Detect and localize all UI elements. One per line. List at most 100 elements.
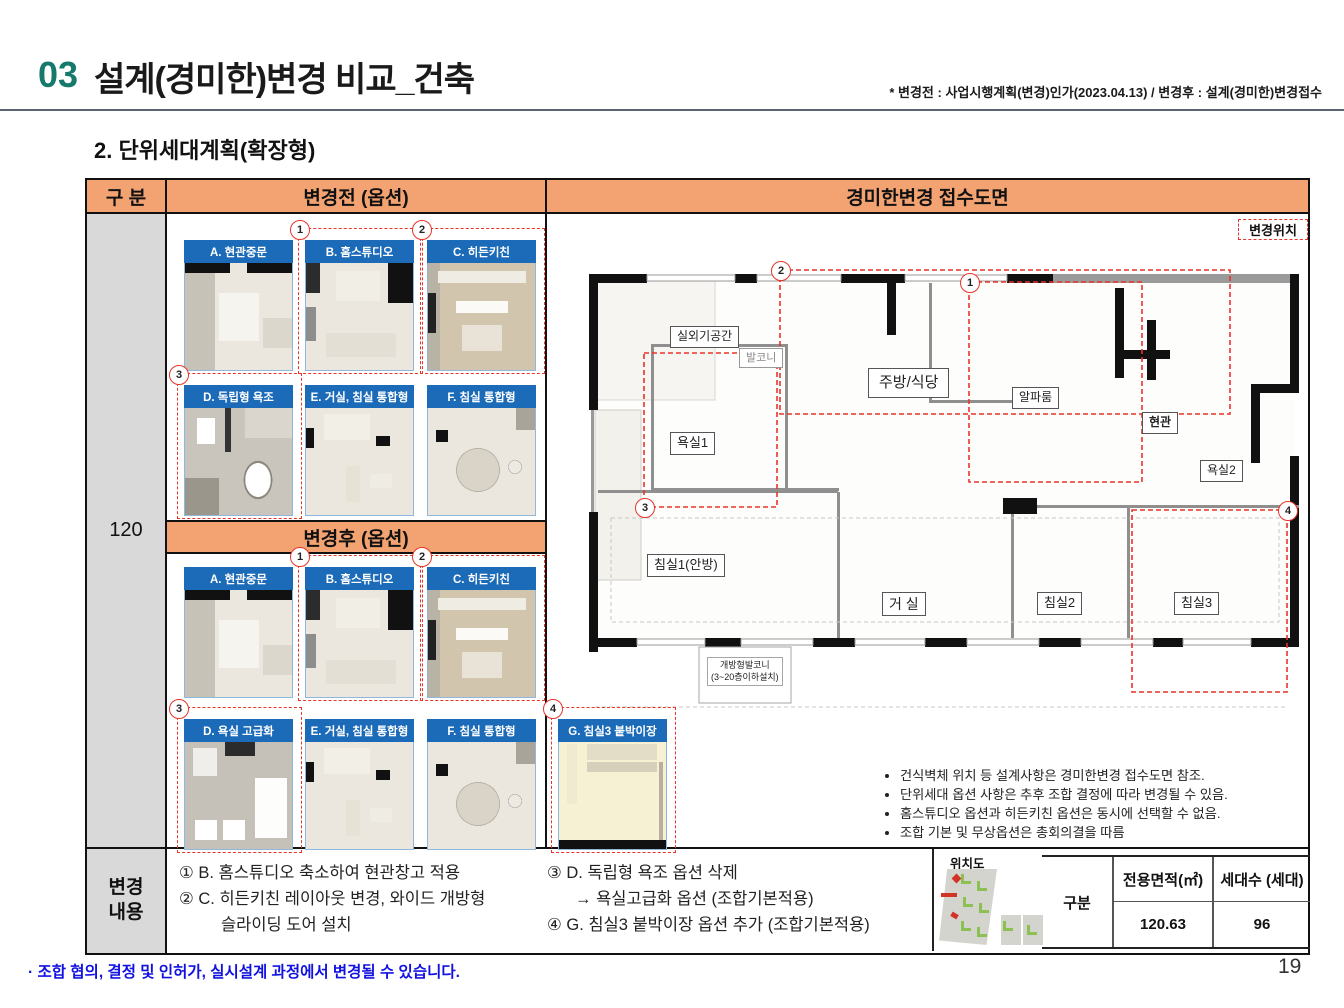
change-outline-before-b: 1: [290, 220, 423, 374]
marker-badge-2: 2: [412, 547, 432, 567]
page-title: 설계(경미한)변경 비교_건축: [94, 61, 475, 99]
option-thumb-title: F. 침실 통합형: [427, 385, 536, 408]
room-label-bedroom1: 침실1(안방): [647, 554, 725, 577]
floorplan-thumbnail: [305, 742, 414, 850]
floorplan-thumbnail: [305, 590, 414, 698]
floorplan-thumbnail: [558, 742, 667, 850]
plan-marker-4: 4: [1278, 501, 1298, 521]
marker-badge-2: 2: [412, 220, 432, 240]
location-map-title: 위치도: [950, 857, 985, 871]
comparison-table: 구 분 변경전 (옵션) 경미한변경 접수도면 120 1 2 3 A. 현관중…: [85, 178, 1310, 955]
option-thumb-title: D. 욕실 고급화: [184, 719, 293, 742]
site-block: [1023, 915, 1043, 945]
change-outline-before-c: 2: [412, 220, 545, 374]
before-options-cell: 1 2 3 A. 현관중문 B. 홈스튜디오 C. 히든키친: [167, 214, 676, 853]
room-label-entrance: 현관: [1142, 412, 1179, 434]
change-item-3-cont: → 욕실고급화 옵션 (조합기본적용): [575, 890, 814, 908]
floorplan-thumbnail: [184, 742, 293, 850]
change-outline-before-d: 3: [169, 365, 302, 519]
plan-notes-list: 건식벽체 위치 등 설계사항은 경미한변경 접수도면 참조. 단위세대 옵션 사…: [882, 766, 1344, 842]
option-thumb-after-g: G. 침실3 붙박이장: [558, 719, 667, 850]
option-thumb-before-a: A. 현관중문: [184, 240, 293, 371]
room-label-bedroom3: 침실3: [1174, 592, 1220, 615]
marker-badge-3: 3: [169, 699, 189, 719]
section-subtitle: 2. 단위세대계획(확장형): [94, 138, 316, 163]
plan-note: 홈스튜디오 옵션과 히든키친 옵션은 동시에 선택할 수 없음.: [900, 804, 1344, 823]
summary-units-value: 96: [1212, 902, 1310, 947]
change-outline-after-d: 3: [169, 699, 302, 853]
floorplan-thumbnail: [427, 590, 536, 698]
option-thumb-title: E. 거실, 침실 통합형: [305, 719, 414, 742]
change-item-4: ④ G. 침실3 붙박이장 옵션 추가 (조합기본적용): [547, 916, 870, 934]
room-label-bath2: 욕실2: [1200, 460, 1243, 482]
summary-units-header: 세대수 (세대): [1212, 857, 1310, 902]
room-label-balcony: 발코니: [739, 348, 784, 369]
column-header-category: 구 분: [87, 180, 167, 214]
floorplan-thumbnail: [184, 263, 293, 371]
plan-marker-1: 1: [960, 273, 980, 293]
floorplan-thumbnail: [184, 408, 293, 516]
header-divider: [0, 109, 1344, 111]
option-thumb-title: A. 현관중문: [184, 240, 293, 263]
column-header-before: 변경전 (옵션): [167, 180, 547, 214]
plan-marker-2: 2: [771, 261, 791, 281]
change-outline-after-b: 1: [290, 547, 423, 701]
change-item-3: ③ D. 독립형 욕조 옵션 삭제: [547, 864, 738, 882]
change-outline-after-g: 4: [543, 699, 676, 853]
room-label-kitchen: 주방/식당: [868, 368, 950, 398]
floorplan-thumbnail: [305, 408, 414, 516]
marker-badge-4: 4: [543, 699, 563, 719]
option-thumb-title: C. 히든키친: [427, 567, 536, 590]
page-number: 19: [1278, 955, 1302, 978]
option-thumb-after-b: B. 홈스튜디오: [305, 567, 414, 698]
room-label-bedroom2: 침실2: [1037, 592, 1083, 615]
option-thumb-before-c: C. 히든키친: [427, 240, 536, 371]
change-location-badge: 변경위치: [1238, 219, 1308, 240]
floorplan-thumbnail: [184, 590, 293, 698]
header-note: * 변경전 : 사업시행계획(변경)인가(2023.04.13) / 변경후 :…: [889, 85, 1322, 100]
option-thumb-after-c: C. 히든키친: [427, 567, 536, 698]
plan-note: 조합 기본 및 무상옵션은 총회의결을 따름: [900, 823, 1344, 842]
summary-area-value: 120.63: [1112, 902, 1212, 947]
after-options-header: 변경후 (옵션): [167, 520, 545, 554]
option-thumb-after-e: E. 거실, 침실 통합형: [305, 719, 414, 850]
room-label-alpha-room: 알파룸: [1012, 387, 1060, 409]
marker-badge-3: 3: [169, 365, 189, 385]
option-thumb-title: F. 침실 통합형: [427, 719, 536, 742]
option-thumb-before-d: D. 독립형 욕조: [184, 385, 293, 516]
change-item-2: ② C. 히든키친 레이아웃 변경, 와이드 개방형: [179, 890, 486, 908]
plan-marker-3: 3: [635, 498, 655, 518]
plan-note: 단위세대 옵션 사항은 추후 조합 결정에 따라 변경될 수 있음.: [900, 785, 1344, 804]
changes-row-body: ① B. 홈스튜디오 축소하여 현관창고 적용 ② C. 히든키친 레이아웃 변…: [167, 847, 1310, 953]
marker-badge-1: 1: [290, 220, 310, 240]
option-thumb-title: D. 독립형 욕조: [184, 385, 293, 408]
column-header-plan: 경미한변경 접수도면: [547, 180, 1308, 214]
footer-disclaimer: · 조합 협의, 결정 및 인허가, 실시설계 과정에서 변경될 수 있습니다.: [28, 964, 460, 981]
change-outline-after-c: 2: [412, 547, 545, 701]
floorplan-thumbnail: [427, 742, 536, 850]
change-item-1: ① B. 홈스튜디오 축소하여 현관창고 적용: [179, 864, 461, 882]
option-thumb-title: B. 홈스튜디오: [305, 240, 414, 263]
accepted-plan-cell: 변경위치: [547, 214, 1308, 847]
changes-divider: [932, 849, 934, 951]
changes-row-label: 변경 내용: [87, 847, 167, 953]
option-thumb-title: G. 침실3 붙박이장: [558, 719, 667, 742]
option-thumb-before-f: F. 침실 통합형: [427, 385, 536, 516]
option-thumb-title: B. 홈스튜디오: [305, 567, 414, 590]
room-label-outdoor-unit: 실외기공간: [670, 326, 740, 348]
slide-number-prefix: 03: [38, 54, 79, 95]
floorplan-thumbnail: [305, 263, 414, 371]
room-label-bath1: 욕실1: [670, 432, 716, 455]
change-item-2-cont: 슬라이딩 도어 설치: [221, 916, 352, 934]
option-thumb-title: E. 거실, 침실 통합형: [305, 385, 414, 408]
summary-category-header: 구분: [1063, 894, 1091, 912]
floorplan-thumbnail: [427, 408, 536, 516]
floorplan-thumbnail: [427, 263, 536, 371]
location-map: [939, 869, 1043, 949]
option-thumb-before-b: B. 홈스튜디오: [305, 240, 414, 371]
option-thumb-title: A. 현관중문: [184, 567, 293, 590]
option-thumb-before-e: E. 거실, 침실 통합형: [305, 385, 414, 516]
option-thumb-after-f: F. 침실 통합형: [427, 719, 536, 850]
option-thumb-after-a: A. 현관중문: [184, 567, 293, 698]
